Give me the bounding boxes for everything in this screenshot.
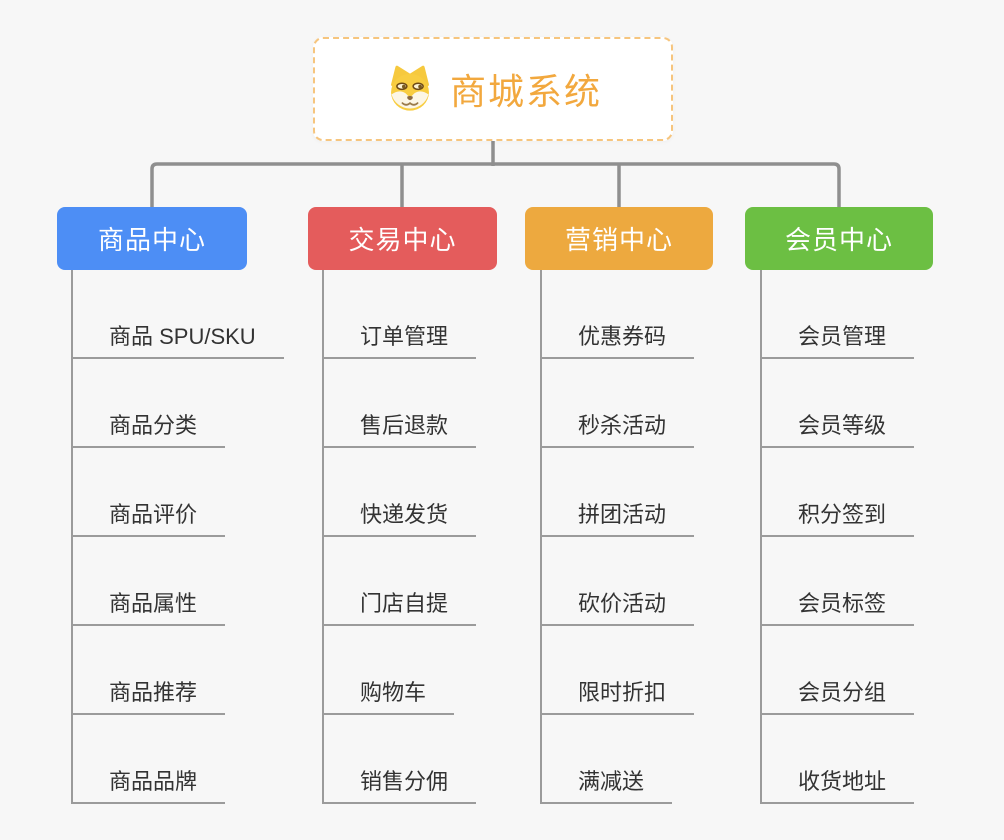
child-node-label: 秒杀活动 [542, 415, 695, 448]
branch-children-trade-center: 订单管理 售后退款 快递发货 门店自提 购物车 销售分佣 [322, 270, 477, 804]
child-node-label: 会员标签 [762, 593, 915, 626]
child-node[interactable]: 商品属性 [73, 537, 284, 626]
branch-box-product-center[interactable]: 商品中心 [57, 207, 247, 270]
child-node-label: 砍价活动 [542, 593, 695, 626]
child-node[interactable]: 快递发货 [324, 448, 477, 537]
child-node[interactable]: 商品评价 [73, 448, 284, 537]
child-node-label: 收货地址 [762, 771, 915, 804]
child-node-label: 商品属性 [73, 593, 226, 626]
child-node[interactable]: 积分签到 [762, 448, 915, 537]
child-node[interactable]: 售后退款 [324, 359, 477, 448]
child-node[interactable]: 限时折扣 [542, 626, 695, 715]
child-node-label: 商品 SPU/SKU [73, 326, 284, 359]
child-node[interactable]: 商品分类 [73, 359, 284, 448]
root-node-title: 商城系统 [449, 71, 602, 112]
child-node[interactable]: 秒杀活动 [542, 359, 695, 448]
child-node-label: 快递发货 [324, 504, 477, 537]
child-node-label: 会员分组 [762, 682, 915, 715]
child-node-label: 商品品牌 [73, 771, 226, 804]
child-node-label: 商品分类 [73, 415, 226, 448]
child-node[interactable]: 销售分佣 [324, 715, 477, 804]
child-node-label: 会员等级 [762, 415, 915, 448]
root-node-mall-system[interactable]: 商城系统 [313, 37, 673, 141]
child-node-label: 购物车 [324, 682, 455, 715]
branch-children-marketing-center: 优惠券码 秒杀活动 拼团活动 砍价活动 限时折扣 满减送 [540, 270, 695, 804]
child-node-label: 拼团活动 [542, 504, 695, 537]
child-node-label: 订单管理 [324, 326, 477, 359]
child-node[interactable]: 会员分组 [762, 626, 915, 715]
child-node-label: 积分签到 [762, 504, 915, 537]
child-node-label: 优惠券码 [542, 326, 695, 359]
child-node-label: 商品推荐 [73, 682, 226, 715]
child-node-label: 门店自提 [324, 593, 477, 626]
child-node[interactable]: 收货地址 [762, 715, 915, 804]
child-node[interactable]: 订单管理 [324, 270, 477, 359]
child-node-label: 满减送 [542, 771, 673, 804]
child-node[interactable]: 门店自提 [324, 537, 477, 626]
child-node[interactable]: 拼团活动 [542, 448, 695, 537]
child-node[interactable]: 商品品牌 [73, 715, 284, 804]
child-node[interactable]: 会员管理 [762, 270, 915, 359]
child-node[interactable]: 购物车 [324, 626, 476, 715]
child-node-label: 限时折扣 [542, 682, 695, 715]
child-node[interactable]: 优惠券码 [542, 270, 695, 359]
branch-box-marketing-center[interactable]: 营销中心 [525, 207, 713, 270]
child-node[interactable]: 会员等级 [762, 359, 915, 448]
branch-children-product-center: 商品 SPU/SKU 商品分类 商品评价 商品属性 商品推荐 商品品牌 [71, 270, 284, 804]
child-node[interactable]: 商品推荐 [73, 626, 284, 715]
branch-box-member-center[interactable]: 会员中心 [745, 207, 933, 270]
child-node[interactable]: 砍价活动 [542, 537, 695, 626]
child-node-label: 会员管理 [762, 326, 915, 359]
child-node[interactable]: 会员标签 [762, 537, 915, 626]
doge-face-icon [384, 65, 436, 113]
branch-children-member-center: 会员管理 会员等级 积分签到 会员标签 会员分组 收货地址 [760, 270, 915, 804]
child-node[interactable]: 商品 SPU/SKU [73, 270, 284, 359]
child-node[interactable]: 满减送 [542, 715, 694, 804]
child-node-label: 销售分佣 [324, 771, 477, 804]
child-node-label: 售后退款 [324, 415, 477, 448]
child-node-label: 商品评价 [73, 504, 226, 537]
branch-box-trade-center[interactable]: 交易中心 [308, 207, 497, 270]
